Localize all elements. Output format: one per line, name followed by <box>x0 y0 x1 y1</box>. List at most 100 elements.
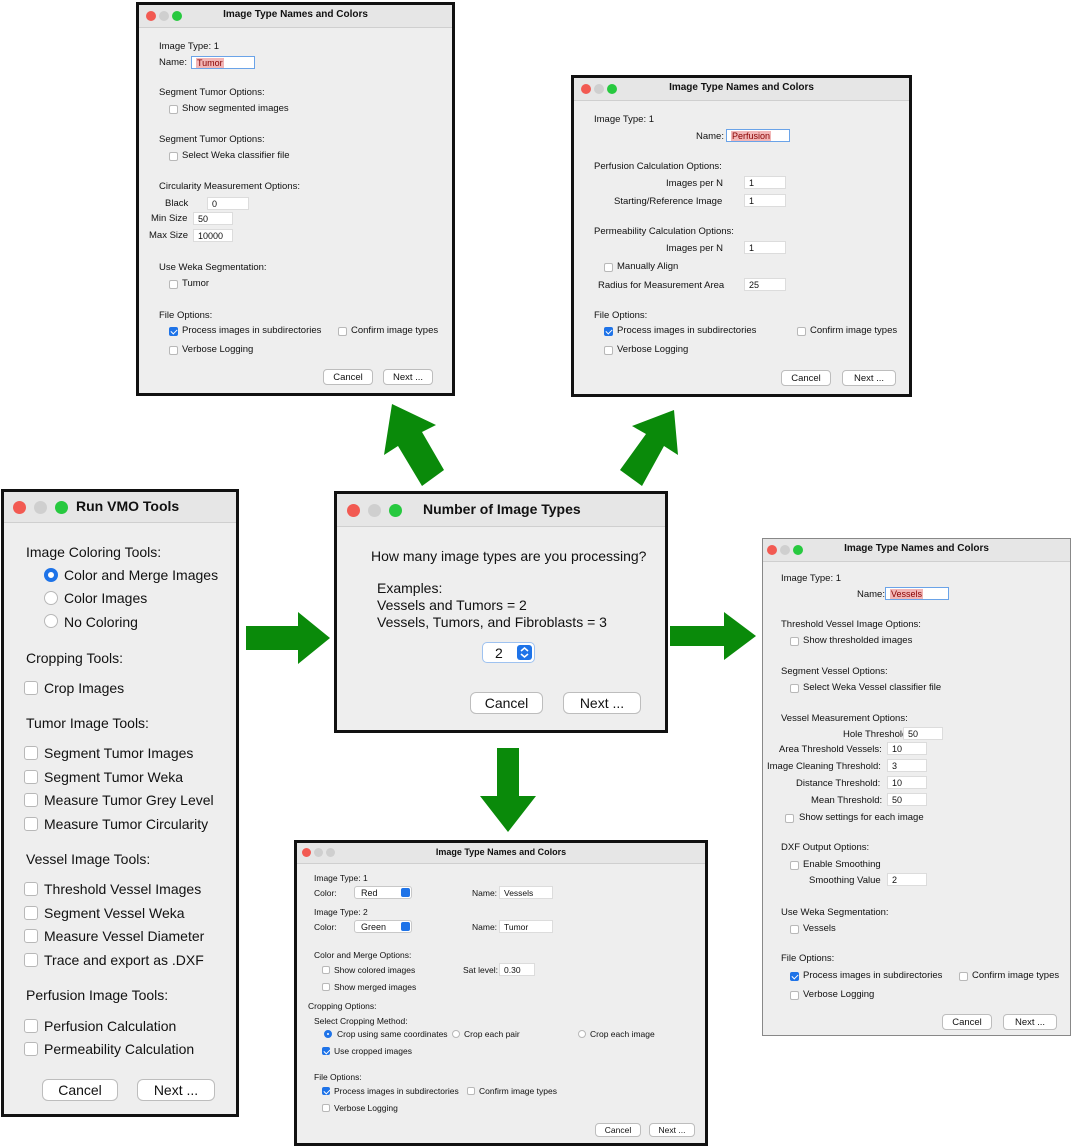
next-button[interactable]: Next ... <box>842 370 896 386</box>
radio-color-images[interactable] <box>44 591 58 605</box>
crop-images-checkbox[interactable] <box>24 681 38 695</box>
use-cropped-checkbox[interactable] <box>322 1047 330 1055</box>
radio-each-pair[interactable] <box>452 1030 460 1038</box>
next-button[interactable]: Next ... <box>563 692 641 714</box>
show-colored-checkbox[interactable] <box>322 966 330 974</box>
process-sub-checkbox[interactable] <box>169 327 178 336</box>
confirm-types-label: Confirm image types <box>972 970 1060 981</box>
name1-field[interactable]: Vessels <box>499 886 553 899</box>
minimize-icon[interactable] <box>780 545 790 555</box>
verbose-checkbox[interactable] <box>790 991 799 1000</box>
verbose-checkbox[interactable] <box>604 346 613 355</box>
measure-vessel-diameter-checkbox[interactable] <box>24 929 38 943</box>
dropdown-icon[interactable] <box>401 888 410 897</box>
next-button[interactable]: Next ... <box>649 1123 695 1137</box>
enable-smoothing-checkbox[interactable] <box>790 861 799 870</box>
next-button[interactable]: Next ... <box>1003 1014 1057 1030</box>
close-icon[interactable] <box>581 84 591 94</box>
close-icon[interactable] <box>302 848 311 857</box>
dropdown-icon[interactable] <box>401 922 410 931</box>
segment-tumor-weka-checkbox[interactable] <box>24 770 38 784</box>
show-thresh-checkbox[interactable] <box>790 637 799 646</box>
smoothing-value-field[interactable]: 2 <box>887 873 927 886</box>
minimize-icon[interactable] <box>594 84 604 94</box>
color2-select[interactable]: Green <box>354 920 412 933</box>
zoom-icon[interactable] <box>793 545 803 555</box>
hole-threshold-field[interactable]: 50 <box>903 727 943 740</box>
min-size-field[interactable]: 50 <box>193 212 233 225</box>
name-field[interactable]: Vessels <box>885 587 949 600</box>
color1-select[interactable]: Red <box>354 886 412 899</box>
measure-tumor-circ-checkbox[interactable] <box>24 817 38 831</box>
process-sub-checkbox[interactable] <box>604 327 613 336</box>
confirm-types-checkbox[interactable] <box>797 327 806 336</box>
radius-field[interactable]: 25 <box>744 278 786 291</box>
show-settings-checkbox[interactable] <box>785 814 794 823</box>
next-button[interactable]: Next ... <box>383 369 433 385</box>
trace-dxf-checkbox[interactable] <box>24 953 38 967</box>
process-sub-checkbox[interactable] <box>322 1087 330 1095</box>
image-type-count-spinner[interactable]: 2 <box>482 642 535 663</box>
minimize-icon[interactable] <box>314 848 323 857</box>
radio-each-image[interactable] <box>578 1030 586 1038</box>
area-threshold-field[interactable]: 10 <box>887 742 927 755</box>
measure-tumor-grey-checkbox[interactable] <box>24 793 38 807</box>
cancel-button[interactable]: Cancel <box>323 369 373 385</box>
permeability-calc-checkbox[interactable] <box>24 1042 38 1056</box>
segment-tumor-images-checkbox[interactable] <box>24 746 38 760</box>
verbose-checkbox[interactable] <box>169 346 178 355</box>
minimize-icon[interactable] <box>34 501 47 514</box>
weka-vessels-checkbox[interactable] <box>790 925 799 934</box>
minimize-icon[interactable] <box>368 504 381 517</box>
images-per-n-field[interactable]: 1 <box>744 176 786 189</box>
close-icon[interactable] <box>13 501 26 514</box>
confirm-types-checkbox[interactable] <box>338 327 347 336</box>
show-merged-checkbox[interactable] <box>322 983 330 991</box>
radio-same-coordinates[interactable] <box>324 1030 332 1038</box>
verbose-checkbox[interactable] <box>322 1104 330 1112</box>
confirm-types-checkbox[interactable] <box>467 1087 475 1095</box>
show-segmented-checkbox[interactable] <box>169 105 178 114</box>
close-icon[interactable] <box>146 11 156 21</box>
cancel-button[interactable]: Cancel <box>470 692 543 714</box>
segment-vessel-weka-checkbox[interactable] <box>24 906 38 920</box>
perm-images-per-n-field[interactable]: 1 <box>744 241 786 254</box>
name-field[interactable]: Tumor <box>191 56 255 69</box>
perfusion-calc-checkbox[interactable] <box>24 1019 38 1033</box>
cleaning-threshold-field[interactable]: 3 <box>887 759 927 772</box>
threshold-vessel-checkbox[interactable] <box>24 882 38 896</box>
process-sub-checkbox[interactable] <box>790 972 799 981</box>
max-size-field[interactable]: 10000 <box>193 229 233 242</box>
zoom-icon[interactable] <box>607 84 617 94</box>
no-coloring-label: No Coloring <box>64 614 138 630</box>
select-weka-checkbox[interactable] <box>169 152 178 161</box>
manual-align-checkbox[interactable] <box>604 263 613 272</box>
zoom-icon[interactable] <box>389 504 402 517</box>
start-ref-field[interactable]: 1 <box>744 194 786 207</box>
name2-field[interactable]: Tumor <box>499 920 553 933</box>
close-icon[interactable] <box>767 545 777 555</box>
process-sub-label: Process images in subdirectories <box>182 325 322 336</box>
spinner-arrows-icon[interactable] <box>517 645 532 660</box>
minimize-icon[interactable] <box>159 11 169 21</box>
black-field[interactable]: 0 <box>207 197 249 210</box>
zoom-icon[interactable] <box>55 501 68 514</box>
distance-threshold-field[interactable]: 10 <box>887 776 927 789</box>
close-icon[interactable] <box>347 504 360 517</box>
zoom-icon[interactable] <box>326 848 335 857</box>
cancel-button[interactable]: Cancel <box>781 370 831 386</box>
min-size-label: Min Size <box>151 213 188 224</box>
cancel-button[interactable]: Cancel <box>595 1123 641 1137</box>
cancel-button[interactable]: Cancel <box>42 1079 118 1101</box>
zoom-icon[interactable] <box>172 11 182 21</box>
next-button[interactable]: Next ... <box>137 1079 215 1101</box>
weka-tumor-checkbox[interactable] <box>169 280 178 289</box>
radio-no-coloring[interactable] <box>44 614 58 628</box>
name-field[interactable]: Perfusion <box>726 129 790 142</box>
confirm-types-checkbox[interactable] <box>959 972 968 981</box>
mean-threshold-field[interactable]: 50 <box>887 793 927 806</box>
radio-color-merge[interactable] <box>44 568 58 582</box>
sat-level-field[interactable]: 0.30 <box>499 963 535 976</box>
cancel-button[interactable]: Cancel <box>942 1014 992 1030</box>
select-weka-checkbox[interactable] <box>790 684 799 693</box>
